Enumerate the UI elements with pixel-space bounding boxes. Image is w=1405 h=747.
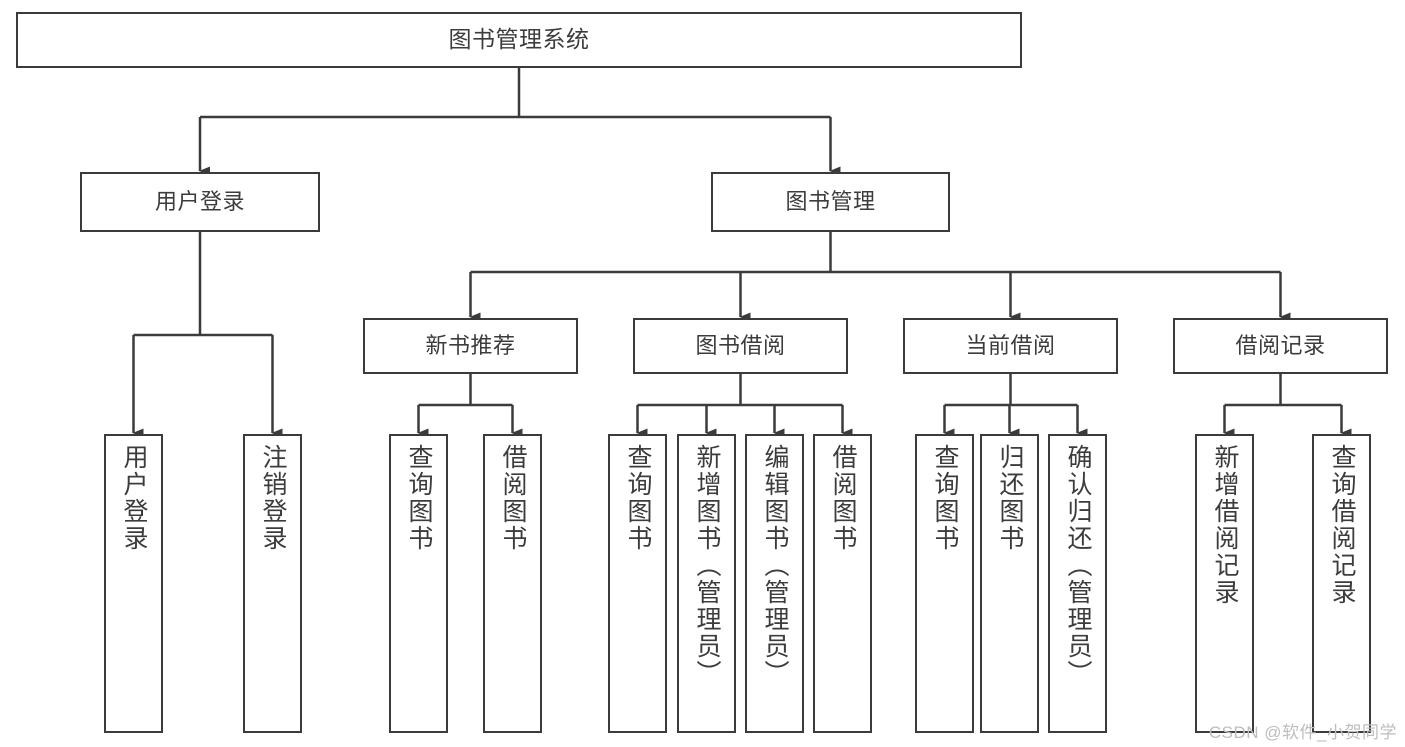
node-leaf-current-confirm-return[interactable]: 确认归还（管理员） bbox=[1048, 434, 1107, 733]
node-leaf-user-login[interactable]: 用户登录 bbox=[104, 434, 163, 733]
node-label-leaf-borrow-edit-book: 编辑图书（管理员） bbox=[761, 444, 789, 687]
node-new-book-recommend[interactable]: 新书推荐 bbox=[363, 318, 578, 374]
node-leaf-borrow-add-book[interactable]: 新增图书（管理员） bbox=[677, 434, 736, 733]
node-label-leaf-borrow-lend-book: 借阅图书 bbox=[829, 444, 857, 552]
node-leaf-recommend-query-book[interactable]: 查询图书 bbox=[389, 434, 448, 733]
node-label-book-borrow: 图书借阅 bbox=[695, 332, 786, 358]
node-leaf-borrow-edit-book[interactable]: 编辑图书（管理员） bbox=[745, 434, 804, 733]
node-label-book-manage: 图书管理 bbox=[785, 188, 876, 214]
node-borrow-record[interactable]: 借阅记录 bbox=[1173, 318, 1388, 374]
node-label-leaf-user-logout: 注销登录 bbox=[259, 444, 287, 552]
node-book-borrow[interactable]: 图书借阅 bbox=[633, 318, 848, 374]
node-label-leaf-current-confirm-return: 确认归还（管理员） bbox=[1064, 444, 1092, 687]
node-leaf-borrow-query-book[interactable]: 查询图书 bbox=[608, 434, 667, 733]
node-root[interactable]: 图书管理系统 bbox=[16, 12, 1022, 68]
node-label-leaf-current-query-book: 查询图书 bbox=[931, 444, 959, 552]
node-label-leaf-current-return-book: 归还图书 bbox=[996, 444, 1024, 552]
node-label-leaf-user-login: 用户登录 bbox=[120, 444, 148, 552]
node-leaf-recommend-borrow-book[interactable]: 借阅图书 bbox=[483, 434, 542, 733]
node-leaf-record-add[interactable]: 新增借阅记录 bbox=[1195, 434, 1254, 733]
node-current-borrow[interactable]: 当前借阅 bbox=[903, 318, 1118, 374]
node-label-leaf-record-search: 查询借阅记录 bbox=[1328, 444, 1356, 606]
node-label-leaf-recommend-borrow-book: 借阅图书 bbox=[499, 444, 527, 552]
node-label-current-borrow: 当前借阅 bbox=[965, 332, 1056, 358]
node-leaf-user-logout[interactable]: 注销登录 bbox=[243, 434, 302, 733]
node-label-leaf-borrow-add-book: 新增图书（管理员） bbox=[693, 444, 721, 687]
node-label-root: 图书管理系统 bbox=[448, 26, 590, 53]
node-leaf-record-search[interactable]: 查询借阅记录 bbox=[1312, 434, 1371, 733]
node-label-leaf-recommend-query-book: 查询图书 bbox=[405, 444, 433, 552]
node-label-leaf-record-add: 新增借阅记录 bbox=[1211, 444, 1239, 606]
node-user-login[interactable]: 用户登录 bbox=[80, 172, 320, 232]
node-label-user-login: 用户登录 bbox=[154, 188, 245, 214]
node-label-new-book-recommend: 新书推荐 bbox=[425, 332, 516, 358]
node-leaf-current-query-book[interactable]: 查询图书 bbox=[915, 434, 974, 733]
node-book-manage[interactable]: 图书管理 bbox=[711, 172, 950, 232]
watermark: CSDN @软件_小贺同学 bbox=[1208, 723, 1397, 742]
node-leaf-current-return-book[interactable]: 归还图书 bbox=[980, 434, 1039, 733]
node-label-leaf-borrow-query-book: 查询图书 bbox=[624, 444, 652, 552]
node-leaf-borrow-lend-book[interactable]: 借阅图书 bbox=[813, 434, 872, 733]
node-label-borrow-record: 借阅记录 bbox=[1235, 332, 1326, 358]
